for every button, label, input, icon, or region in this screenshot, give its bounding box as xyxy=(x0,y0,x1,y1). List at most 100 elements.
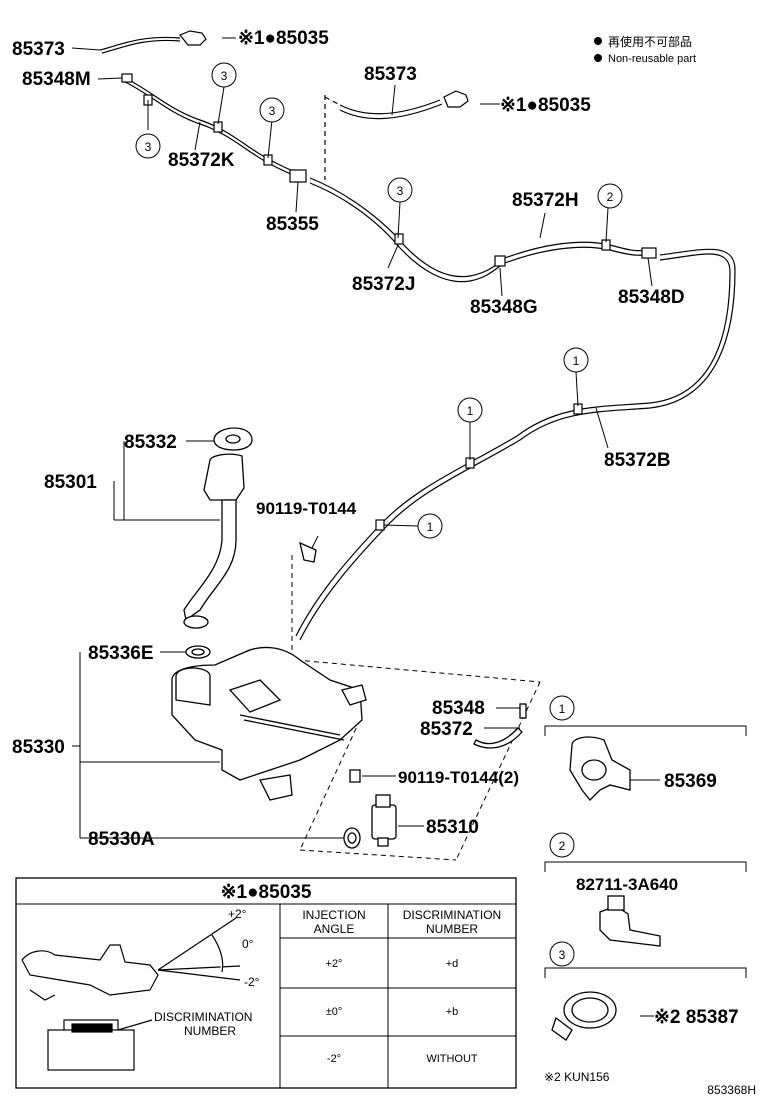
tank-rib xyxy=(228,679,282,713)
svg-text:2: 2 xyxy=(607,190,614,204)
callout-3: 3 xyxy=(211,62,237,88)
label-85372J: 85372J xyxy=(352,274,415,295)
svg-text:1: 1 xyxy=(427,520,434,534)
tank-bracket xyxy=(259,774,293,801)
clamp-82711-top xyxy=(607,895,625,911)
nozzle-85035-b xyxy=(443,90,469,108)
label-90119-b: 90119-T0144(2) xyxy=(398,768,519,787)
svg-text:3: 3 xyxy=(559,948,566,962)
label-85372K: 85372K xyxy=(168,150,235,171)
label-85372H: 85372H xyxy=(512,190,579,211)
clip xyxy=(394,233,404,245)
clamp-82711 xyxy=(599,905,661,947)
detail-box-title: ※1●85035 xyxy=(221,882,312,903)
svg-text:1: 1 xyxy=(559,702,566,716)
hose-85372K xyxy=(124,77,306,177)
joint-85355 xyxy=(289,169,307,183)
callout-1: 1 xyxy=(549,695,575,721)
pump-bottom xyxy=(377,837,389,847)
cap-center xyxy=(225,434,241,444)
svg-text:3: 3 xyxy=(221,69,228,83)
tank-assembly xyxy=(171,427,661,1041)
label-85330: 85330 xyxy=(12,737,65,758)
label-85387: ※2 85387 xyxy=(654,1007,739,1028)
discrimination-leader xyxy=(117,1019,153,1031)
hose-85372-small xyxy=(473,727,523,749)
svg-text:1: 1 xyxy=(467,404,474,418)
svg-text:2: 2 xyxy=(559,839,566,853)
tank-inlet-neck xyxy=(175,676,211,706)
label-85301: 85301 xyxy=(44,472,97,493)
joint-85348G xyxy=(494,255,506,267)
part-labels: 85373 ※1●85035 85348M 85372K 85373 ※1●85… xyxy=(12,28,739,1028)
joint-85348 xyxy=(519,703,527,719)
clip xyxy=(375,519,385,531)
label-85310: 85310 xyxy=(426,817,479,838)
label-85348: 85348 xyxy=(432,698,485,719)
discrimination-number-label-2: NUMBER xyxy=(184,1024,236,1038)
legend-line-2: Non-reusable part xyxy=(608,53,696,65)
hose-85372K-edge xyxy=(124,81,306,181)
table-cell-angle: ±0° xyxy=(326,1006,343,1018)
angle-arc xyxy=(211,934,224,973)
angle-minus2-label: -2° xyxy=(244,975,260,989)
label-85332: 85332 xyxy=(124,432,177,453)
angle-table-grid xyxy=(279,904,516,1088)
svg-text:3: 3 xyxy=(397,184,404,198)
filler-pipe-85301 xyxy=(183,499,237,622)
angle-plus2-label: +2° xyxy=(228,907,247,921)
angle-line-plus2 xyxy=(157,917,237,971)
hose-85372B xyxy=(299,248,736,641)
table-header-angle-1: INJECTION xyxy=(302,908,365,922)
label-85035-b: ※1●85035 xyxy=(500,95,591,116)
svg-text:1: 1 xyxy=(573,354,580,368)
hose-85372H-edge xyxy=(504,246,646,264)
table-header-discrimination-2: NUMBER xyxy=(426,922,478,936)
joint-85348D xyxy=(641,247,657,259)
detail-box: ※1●85035 +2° 0° -2° DISCRIMINATION NUMBE… xyxy=(15,877,517,1089)
hose-85372J-edge xyxy=(309,182,501,283)
tank-body-85330 xyxy=(171,646,363,781)
callout-2: 2 xyxy=(597,183,623,209)
clamp-85387-inner xyxy=(571,997,609,1023)
callout-3: 3 xyxy=(259,97,285,123)
label-85348M: 85348M xyxy=(22,69,91,90)
label-85330A: 85330A xyxy=(88,829,155,850)
label-85372: 85372 xyxy=(420,719,473,740)
footnote: ※2 KUN156 xyxy=(544,1070,610,1084)
callout-3: 3 xyxy=(549,941,575,967)
filler-end xyxy=(183,615,209,629)
hose-85373-b xyxy=(339,99,441,115)
leader-lines xyxy=(71,37,747,1017)
label-85336E: 85336E xyxy=(88,643,154,664)
label-90119-a: 90119-T0144 xyxy=(256,499,357,518)
hose-85373-b-edge xyxy=(339,103,443,120)
label-85348D: 85348D xyxy=(618,287,685,308)
connectors xyxy=(121,73,657,531)
nozzle-sketch xyxy=(21,917,241,1071)
nozzle-body xyxy=(21,944,159,996)
label-85355: 85355 xyxy=(266,214,319,235)
callout-2: 2 xyxy=(549,832,575,858)
svg-text:3: 3 xyxy=(269,104,276,118)
discrimination-number-label-1: DISCRIMINATION xyxy=(154,1010,252,1024)
callout-1: 1 xyxy=(457,397,483,423)
label-82711: 82711-3A640 xyxy=(576,875,678,894)
nozzle-85035-a xyxy=(179,30,207,46)
tank-line xyxy=(239,714,341,736)
callout-1: 1 xyxy=(417,513,443,539)
clip-85369-hole xyxy=(581,759,607,781)
label-85373-a: 85373 xyxy=(12,39,65,60)
table-header-angle-2: ANGLE xyxy=(314,922,355,936)
callout-3: 3 xyxy=(135,133,161,159)
table-cell-number: +b xyxy=(446,1006,459,1018)
legend: 再使用不可部品 Non-reusable part xyxy=(594,34,696,65)
connector-body xyxy=(47,1029,135,1071)
angle-line-minus2 xyxy=(157,969,241,981)
discrimination-mark xyxy=(71,1023,113,1033)
filler-top-85301 xyxy=(203,453,245,501)
hose-85372J xyxy=(309,177,501,278)
label-85035-a: ※1●85035 xyxy=(238,28,329,49)
bolt-90119-a xyxy=(299,541,317,563)
